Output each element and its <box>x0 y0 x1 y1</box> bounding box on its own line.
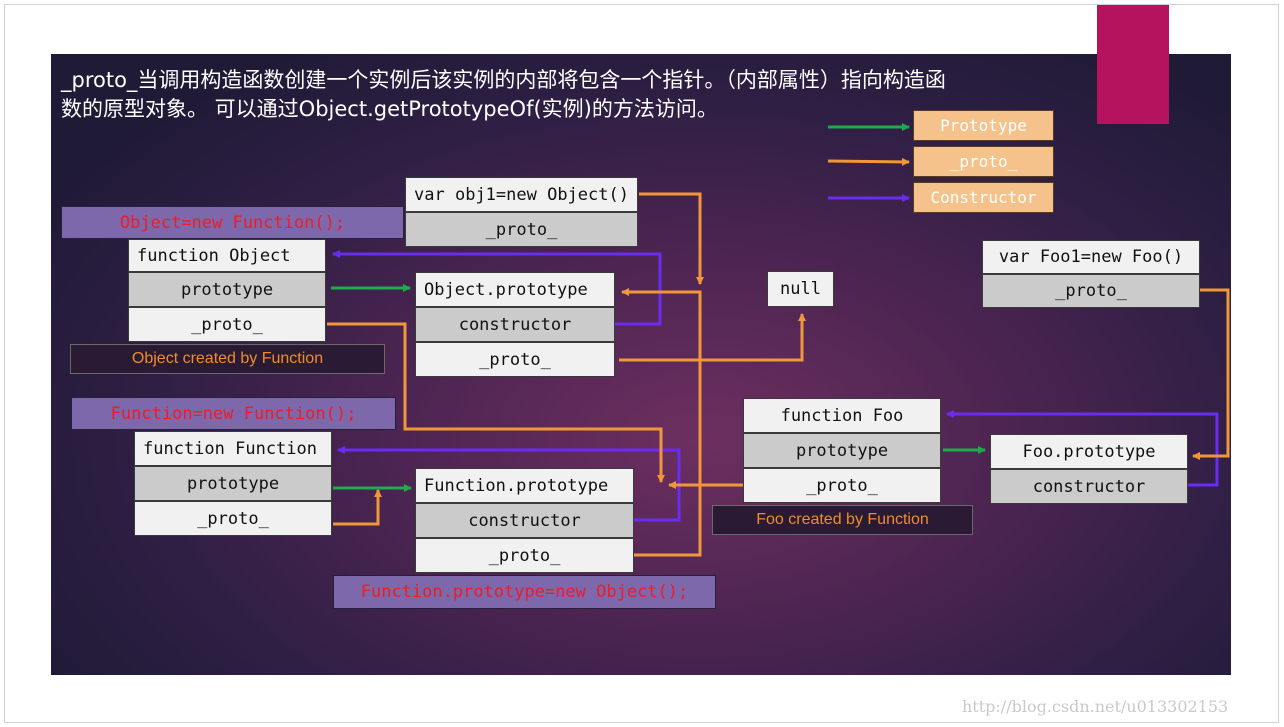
function-proto-link <box>333 489 382 526</box>
function-function-prototype: prototype <box>134 466 332 501</box>
accent-bar <box>1097 5 1169 124</box>
obj1-proto: _proto_ <box>405 212 638 247</box>
object-prototype-constructor: constructor <box>415 307 615 342</box>
function-prototype-banner: Function.prototype=new Object(); <box>333 575 716 609</box>
function-prototype-title: Function.prototype <box>415 468 634 503</box>
function-prototype-proto-link <box>621 288 702 557</box>
legend-prototype: Prototype <box>913 110 1054 141</box>
slide-heading: _proto_当调用构造函数创建一个实例后该实例的内部将包含一个指针。（内部属性… <box>61 66 1111 124</box>
legend-constructor: Constructor <box>913 182 1054 213</box>
object-caption: Object created by Function <box>70 344 385 374</box>
null-box: null <box>767 271 834 307</box>
function-prototype-constructor: constructor <box>415 503 634 538</box>
function-function-title: function Function <box>134 431 332 466</box>
function-function-proto: _proto_ <box>134 501 332 536</box>
legend-proto-arrow <box>827 157 910 166</box>
foo-constructor-link <box>946 410 1219 487</box>
function-object-title: function Object <box>128 239 326 272</box>
object-prototype-proto: _proto_ <box>415 342 615 377</box>
heading-line-1: _proto_当调用构造函数创建一个实例后该实例的内部将包含一个指针。（内部属性… <box>61 68 946 92</box>
object-prototype-proto-link <box>619 313 806 362</box>
heading-line-2: 数的原型对象。 可以通过Object.getPrototypeOf(实例)的方法… <box>61 97 718 121</box>
function-object-proto: _proto_ <box>128 307 326 342</box>
foo-caption: Foo created by Function <box>712 505 973 535</box>
function-foo-proto: _proto_ <box>743 468 941 503</box>
obj1-proto-link <box>639 192 704 285</box>
object-prototype-title: Object.prototype <box>415 272 615 307</box>
function-object-prototype: prototype <box>128 272 326 307</box>
foo1-title: var Foo1=new Foo() <box>982 240 1200 274</box>
function-banner: Function=new Function(); <box>71 397 396 430</box>
object-banner: Object=new Function(); <box>61 206 404 239</box>
object-constructor-link <box>332 250 662 326</box>
function-foo-title: function Foo <box>743 398 941 433</box>
obj1-title: var obj1=new Object() <box>405 177 638 212</box>
function-prototype-proto: _proto_ <box>415 538 634 573</box>
function-foo-prototype: prototype <box>743 433 941 468</box>
foo-prototype-title: Foo.prototype <box>990 434 1188 469</box>
foo1-proto-link <box>1192 288 1230 460</box>
function-constructor-link <box>337 446 681 522</box>
watermark: http://blog.csdn.net/u013302153 <box>962 697 1229 716</box>
object-proto-link <box>327 322 665 483</box>
foo-prototype-constructor: constructor <box>990 469 1188 504</box>
legend-proto: _proto_ <box>913 146 1054 177</box>
foo1-proto: _proto_ <box>982 274 1200 308</box>
